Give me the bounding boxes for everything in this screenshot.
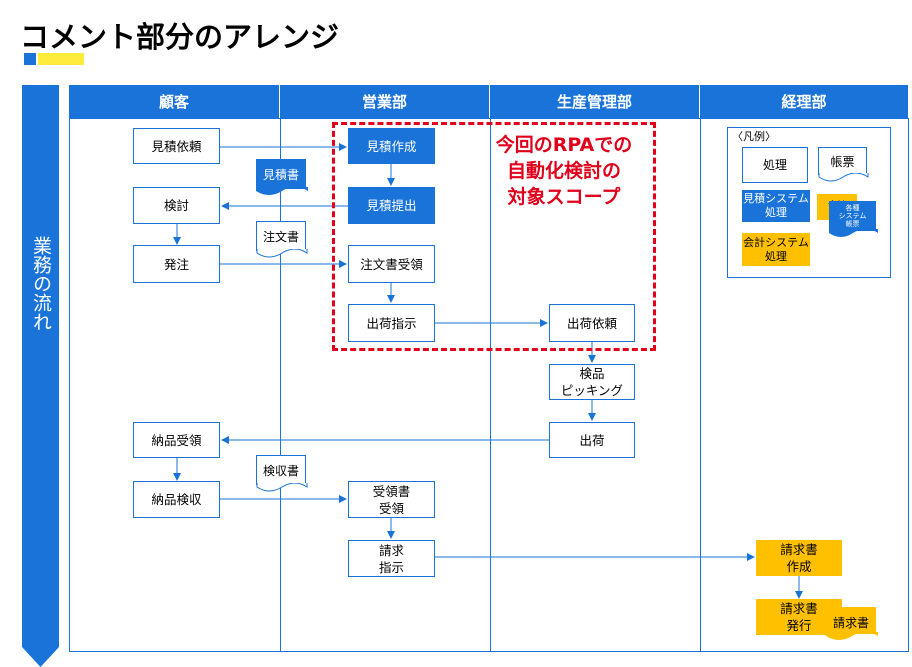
step-estimate-submit: 見積提出 (348, 187, 435, 224)
doc-wave (256, 249, 308, 258)
step-invoice-create: 請求書 作成 (756, 540, 842, 576)
doc-estimate: 見積書 (256, 159, 308, 195)
doc-wave (256, 187, 308, 195)
rpa-scope-label: 今回のRPAでの 自動化検討の 対象スコープ (472, 132, 656, 210)
step-estimate-request: 見積依頼 (133, 128, 220, 164)
lane-divider (280, 85, 281, 652)
step-ship-request: 出荷依頼 (549, 304, 635, 342)
step-review: 検討 (133, 187, 220, 224)
legend-accounting-process: 会計システム 処理 (742, 233, 810, 266)
legend-title: 〈凡例〉 (732, 130, 776, 143)
scope-line: 今回のRPAでの (495, 134, 633, 156)
doc-wave (829, 229, 878, 237)
lane-header-customer: 顧客 (69, 85, 280, 118)
doc-order: 注文書 (256, 221, 308, 258)
doc-acceptance: 検収書 (256, 455, 308, 492)
title-accent-yellow (38, 53, 84, 65)
step-billing-instruct: 請求 指示 (348, 540, 435, 577)
lane-divider (490, 85, 491, 652)
doc-wave (826, 632, 878, 640)
step-ship-instruct: 出荷指示 (348, 304, 435, 342)
title-accent-blue (24, 53, 36, 65)
legend-process: 処理 (742, 147, 808, 183)
step-order-receive: 注文書受領 (348, 245, 435, 283)
lane-divider (700, 85, 701, 652)
doc-label: 見積書 (262, 168, 299, 182)
legend-document: 帳票 (818, 147, 869, 182)
step-inspect-pick: 検品 ピッキング (549, 364, 635, 400)
legend-system-document: 各種 システム 帳票 (829, 201, 878, 237)
step-ship: 出荷 (549, 422, 635, 458)
rpa-scope-boundary (332, 122, 656, 351)
step-delivery-inspect: 納品検収 (133, 481, 220, 518)
page-title: コメント部分のアレンジ (20, 20, 340, 54)
step-order: 発注 (133, 245, 220, 283)
flow-label: 業務の流れ (30, 236, 52, 331)
step-delivery-receive: 納品受領 (133, 422, 220, 458)
doc-label: 帳票 (830, 155, 855, 169)
doc-invoice: 請求書 (826, 607, 878, 640)
doc-wave (818, 173, 869, 182)
lane-header-production: 生産管理部 (490, 85, 700, 118)
flow-direction-arrow (22, 85, 59, 667)
doc-label: 各種 システム 帳票 (838, 204, 867, 228)
lane-header-sales: 営業部 (280, 85, 490, 118)
swimlane-area (69, 118, 909, 652)
scope-line: 自動化検討の (506, 160, 621, 182)
doc-wave (256, 483, 308, 492)
step-receipt-receive: 受領書 受領 (348, 481, 435, 518)
lane-header-accounting: 経理部 (700, 85, 909, 118)
doc-label: 注文書 (262, 230, 299, 244)
doc-label: 請求書 (832, 616, 869, 630)
step-estimate-create: 見積作成 (348, 128, 435, 164)
doc-label: 検収書 (262, 464, 299, 478)
legend-system-process: 見積システム 処理 (742, 190, 810, 222)
scope-line: 対象スコープ (507, 186, 621, 208)
